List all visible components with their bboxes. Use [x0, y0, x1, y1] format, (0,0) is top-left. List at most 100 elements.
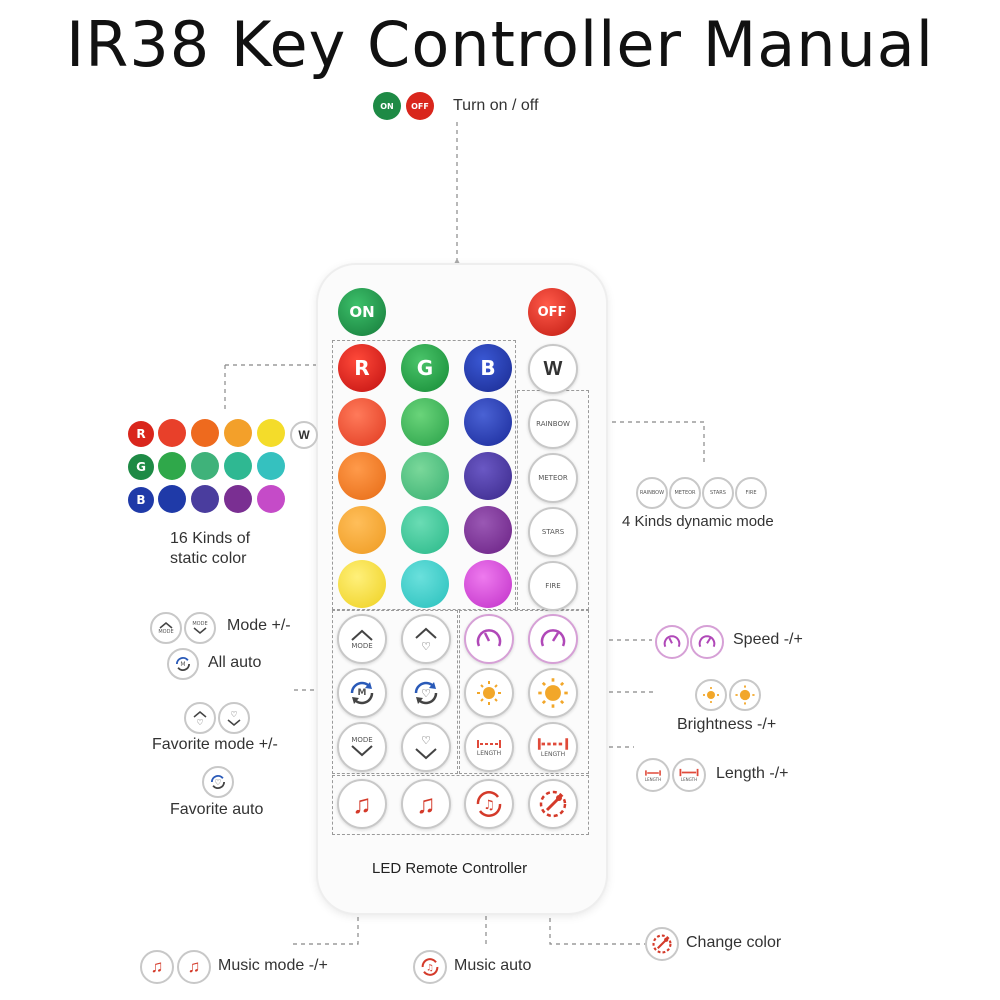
chevron-up-icon	[415, 627, 437, 639]
palette-swatch	[191, 452, 219, 480]
favorite-down-button[interactable]: ♡	[401, 722, 451, 772]
palette-g-label: G	[128, 454, 154, 480]
palette-swatch	[224, 485, 252, 513]
length-icon	[537, 737, 569, 750]
dynamic-mode-label: 4 Kinds dynamic mode	[622, 513, 774, 530]
brightness-label: Brightness -/+	[677, 716, 777, 733]
length-up-button[interactable]: LENGTH	[528, 722, 578, 772]
speed-up-mini-icon	[690, 625, 724, 659]
palette-b-label: B	[128, 487, 154, 513]
music-mode-up-button[interactable]: ♫	[401, 779, 451, 829]
palette-swatch	[191, 419, 219, 447]
all-auto-button[interactable]: M	[337, 668, 387, 718]
music-auto-label: Music auto	[454, 957, 532, 974]
color-button-b3[interactable]	[464, 506, 512, 554]
speed-up-button[interactable]	[528, 614, 578, 664]
cycle-icon	[350, 681, 374, 705]
music-mode-down-button[interactable]: ♫	[337, 779, 387, 829]
static-color-label-1: 16 Kinds of	[170, 530, 251, 547]
all-auto-label: All auto	[208, 654, 262, 671]
favorite-mode-label: Favorite mode +/-	[152, 736, 278, 753]
music-mode-up-mini-icon: ♫	[177, 950, 211, 984]
speedometer-icon	[540, 629, 566, 647]
off-button[interactable]: OFF	[528, 288, 576, 336]
speed-label: Speed -/+	[733, 631, 803, 648]
white-button[interactable]: W	[528, 344, 578, 394]
music-mode-label: Music mode -/+	[218, 957, 328, 974]
fire-button[interactable]: FIRE	[528, 561, 578, 611]
favorite-up-button[interactable]: ♡	[401, 614, 451, 664]
music-auto-button[interactable]: ♫	[464, 779, 514, 829]
palette-swatch	[158, 485, 186, 513]
on-icon: ON	[373, 92, 401, 120]
favorite-up-mini-icon: ♡	[184, 702, 216, 734]
color-button-g1[interactable]	[401, 398, 449, 446]
favorite-down-mini-icon: ♡	[218, 702, 250, 734]
stars-button[interactable]: STARS	[528, 507, 578, 557]
color-button-r3[interactable]	[338, 506, 386, 554]
fire-mini-icon: FIRE	[735, 477, 767, 509]
meteor-button[interactable]: METEOR	[528, 453, 578, 503]
favorite-auto-mini-icon: ♡	[202, 766, 234, 798]
mode-up-button[interactable]: MODE	[337, 614, 387, 664]
color-button-b4[interactable]	[464, 560, 512, 608]
remote-footer-label: LED Remote Controller	[372, 860, 528, 877]
favorite-auto-button[interactable]: ♡	[401, 668, 451, 718]
cycle-icon	[414, 681, 438, 705]
palette-swatch	[224, 452, 252, 480]
color-button-g3[interactable]	[401, 506, 449, 554]
color-button-g2[interactable]	[401, 452, 449, 500]
mode-down-button[interactable]: MODE	[337, 722, 387, 772]
palette-r-label: R	[128, 421, 154, 447]
palette-swatch	[191, 485, 219, 513]
green-button[interactable]: G	[401, 344, 449, 392]
length-down-button[interactable]: LENGTH	[464, 722, 514, 772]
svg-text:♫: ♫	[483, 798, 495, 813]
color-grid-box	[332, 340, 516, 610]
change-color-label: Change color	[686, 934, 782, 951]
color-button-b1[interactable]	[464, 398, 512, 446]
svg-text:♫: ♫	[426, 963, 434, 973]
palette-swatch	[224, 419, 252, 447]
page-title: IR38 Key Controller Manual	[65, 8, 935, 81]
brightness-down-mini-icon	[695, 679, 727, 711]
static-color-label-2: static color	[170, 550, 247, 567]
mode-grid-box	[332, 610, 458, 774]
rainbow-button[interactable]: RAINBOW	[528, 399, 578, 449]
sun-icon	[538, 678, 568, 708]
heart-icon: ♡	[421, 640, 431, 653]
chevron-down-icon	[351, 745, 373, 757]
turn-on-off-label: Turn on / off	[453, 97, 539, 114]
all-auto-mini-icon: M	[167, 648, 199, 680]
brightness-down-button[interactable]	[464, 668, 514, 718]
music-note-icon: ♫	[352, 788, 372, 819]
heart-icon: ♡	[421, 734, 431, 747]
color-button-g4[interactable]	[401, 560, 449, 608]
length-down-mini-icon: LENGTH	[636, 758, 670, 792]
mode-down-mini-icon: MODE	[184, 612, 216, 644]
color-button-r4[interactable]	[338, 560, 386, 608]
favorite-auto-label: Favorite auto	[170, 801, 264, 818]
change-color-button[interactable]	[528, 779, 578, 829]
palette-swatch	[158, 419, 186, 447]
chevron-up-icon	[351, 629, 373, 641]
sun-icon	[477, 681, 501, 705]
color-button-b2[interactable]	[464, 452, 512, 500]
brightness-up-button[interactable]	[528, 668, 578, 718]
music-cycle-icon: ♫	[476, 791, 502, 817]
color-button-r1[interactable]	[338, 398, 386, 446]
red-button[interactable]: R	[338, 344, 386, 392]
color-button-r2[interactable]	[338, 452, 386, 500]
mode-label: Mode +/-	[227, 617, 291, 634]
speed-down-button[interactable]	[464, 614, 514, 664]
palette-swatch	[257, 485, 285, 513]
rainbow-mini-icon: RAINBOW	[636, 477, 668, 509]
speed-grid-box	[459, 610, 589, 774]
blue-button[interactable]: B	[464, 344, 512, 392]
on-button[interactable]: ON	[338, 288, 386, 336]
music-auto-mini-icon: ♫	[413, 950, 447, 984]
stars-mini-icon: STARS	[702, 477, 734, 509]
brightness-up-mini-icon	[729, 679, 761, 711]
chevron-down-icon	[415, 747, 437, 759]
length-icon	[477, 739, 501, 748]
